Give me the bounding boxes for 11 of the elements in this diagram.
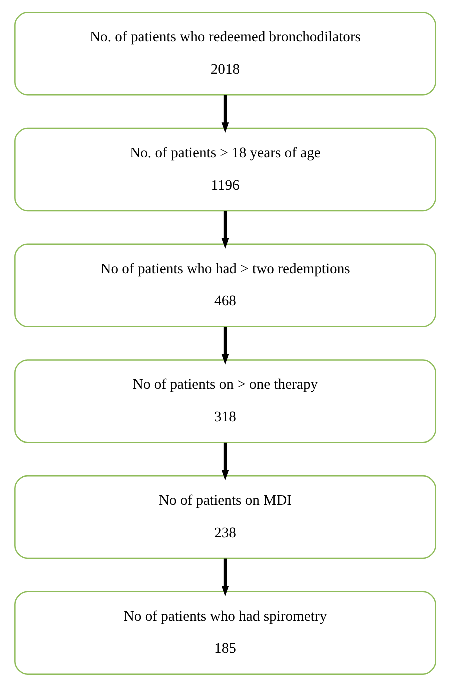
node-box: No of patients who had > two redemptions 468	[14, 244, 436, 328]
arrow	[222, 211, 230, 249]
node-box: No. of patients > 18 years of age 1196	[14, 128, 436, 212]
arrow	[222, 95, 230, 134]
arrow	[222, 558, 230, 597]
arrow	[222, 442, 230, 481]
arrow	[222, 327, 230, 365]
node-box: No. of patients who redeemed bronchodilators 2018	[14, 12, 436, 96]
node-box: No of patients who had spirometry 185	[14, 591, 436, 676]
node-box: No of patients on MDI 238	[14, 475, 436, 560]
node-box: No of patients on > one therapy 318	[14, 360, 436, 444]
